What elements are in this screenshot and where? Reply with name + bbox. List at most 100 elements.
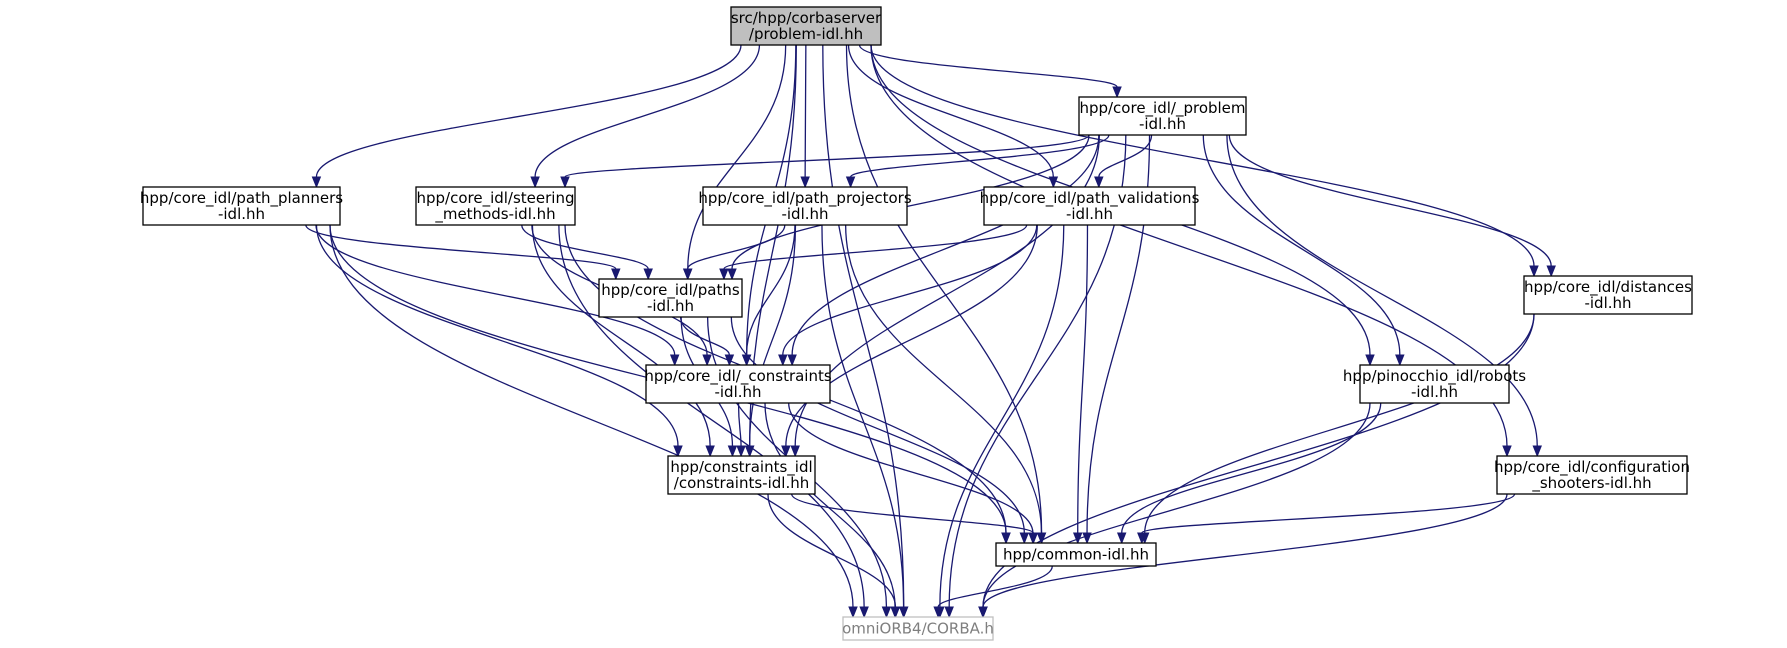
node-box	[142, 186, 341, 226]
node-label-line: hpp/core_idl/steering	[416, 189, 574, 208]
arrowhead	[978, 606, 988, 619]
arrowhead	[741, 354, 752, 367]
node-path-validations[interactable]: hpp/core_idl/path_validations-idl.hh	[980, 186, 1200, 226]
node-path-planners[interactable]: hpp/core_idl/path_planners-idl.hh	[140, 186, 343, 226]
edge-root-to-path_projectors	[800, 44, 810, 189]
arrowhead	[800, 176, 810, 189]
edge-root-to-path_planners	[311, 44, 742, 189]
edge-robots-to-common	[1116, 402, 1382, 545]
edge-line	[686, 224, 786, 270]
arrowhead	[898, 606, 909, 619]
node-label-line: hpp/core_idl/path_planners	[140, 189, 343, 208]
node-steering[interactable]: hpp/core_idl/steering_methods-idl.hh	[415, 186, 576, 226]
arrowhead	[530, 176, 540, 189]
node-box	[1359, 364, 1510, 404]
node-corba: omniORB4/CORBA.h	[842, 616, 994, 641]
edge-line	[730, 316, 1025, 534]
arrowhead	[673, 445, 683, 458]
arrowhead	[643, 268, 653, 281]
node-label-line: -idl.hh	[1411, 383, 1458, 401]
node-box	[983, 186, 1196, 226]
edge-line	[329, 224, 854, 608]
node-label-line: hpp/common-idl.hh	[1003, 546, 1149, 564]
node-label-line: hpp/core_idl/path_validations	[980, 189, 1200, 208]
edge-line	[845, 224, 1043, 534]
node-core-constraints[interactable]: hpp/core_idl/_constraints-idl.hh	[644, 364, 832, 404]
edge-path_validations-to-core_constraints	[778, 224, 1038, 367]
edge-line	[804, 44, 807, 178]
edge-line	[1202, 134, 1401, 356]
node-label-line: hpp/core_idl/_constraints	[644, 367, 832, 386]
edge-steering-to-constraints	[531, 224, 715, 458]
arrowhead	[1529, 265, 1539, 278]
node-label-line: hpp/core_idl/path_projectors	[698, 189, 912, 208]
node-distances[interactable]: hpp/core_idl/distances-idl.hh	[1523, 275, 1693, 315]
node-common[interactable]: hpp/common-idl.hh	[995, 542, 1157, 567]
node-box	[1078, 96, 1247, 136]
edge-config_shooters-to-common	[1137, 493, 1516, 545]
edge-line	[1144, 313, 1535, 534]
edge-line	[845, 44, 1043, 534]
node-label-line: src/hpp/corbaserver	[731, 9, 882, 27]
edge-line	[745, 224, 796, 356]
node-label-line: -idl.hh	[781, 205, 828, 223]
node-problem[interactable]: hpp/core_idl/_problem-idl.hh	[1078, 96, 1247, 136]
node-box	[730, 6, 882, 46]
edge-line	[1141, 493, 1516, 534]
node-label-line: -idl.hh	[218, 205, 265, 223]
arrowhead	[311, 176, 322, 189]
edge-line	[558, 224, 865, 608]
arrowhead	[1094, 176, 1104, 189]
arrowhead	[1365, 354, 1375, 367]
arrowhead	[1001, 532, 1011, 545]
edge-line	[982, 402, 1371, 608]
edge-path_projectors-to-corba	[821, 224, 909, 619]
node-box	[415, 186, 576, 226]
edge-path_validations-to-constraints	[781, 224, 1038, 458]
edge-line	[847, 44, 1054, 178]
edge-line	[305, 224, 617, 270]
edge-steering-to-paths	[521, 224, 653, 281]
arrowhead	[705, 445, 715, 458]
node-label-line: -idl.hh	[1066, 205, 1113, 223]
edge-layer	[305, 44, 1556, 619]
edge-root-to-corba	[822, 44, 909, 619]
edge-line	[748, 224, 797, 447]
node-constraints[interactable]: hpp/constraints_idl/constraints-idl.hh	[667, 455, 816, 495]
node-layer: src/hpp/corbaserver/problem-idl.hh hpp/co…	[140, 6, 1693, 641]
edge-line	[821, 224, 905, 608]
edge-path_validations-to-common	[1072, 224, 1089, 545]
node-root[interactable]: src/hpp/corbaserver/problem-idl.hh	[730, 6, 882, 46]
edge-line	[982, 493, 1508, 608]
arrowhead	[727, 268, 737, 281]
edge-paths-to-core_constraints	[679, 316, 735, 367]
node-robots[interactable]: hpp/pinocchio_idl/robots-idl.hh	[1343, 364, 1526, 404]
node-box	[598, 278, 743, 318]
arrowhead	[727, 445, 738, 458]
edge-root-to-steering	[530, 44, 761, 189]
edge-problem-to-robots	[1202, 134, 1405, 367]
edge-line	[870, 44, 1535, 267]
node-label-line: hpp/core_idl/_problem	[1079, 99, 1245, 118]
node-path-projectors[interactable]: hpp/core_idl/path_projectors-idl.hh	[698, 186, 912, 226]
edge-line	[858, 44, 1118, 88]
arrowhead	[787, 354, 797, 367]
edge-line	[1077, 224, 1089, 534]
arrowhead	[682, 268, 693, 281]
node-label-line: /constraints-idl.hh	[674, 474, 809, 492]
node-config-shooters[interactable]: hpp/core_idl/configuration_shooters-idl.…	[1494, 455, 1690, 495]
edge-root-to-problem	[858, 44, 1122, 99]
arrowhead	[1019, 532, 1030, 545]
node-label-line: _shooters-idl.hh	[1531, 474, 1651, 493]
node-box	[1496, 455, 1688, 495]
node-label-line: _methods-idl.hh	[434, 205, 555, 224]
edge-line	[315, 44, 742, 178]
edge-path_planners-to-corba	[329, 224, 858, 619]
edge-robots-to-corba	[978, 402, 1371, 619]
node-label-line: hpp/constraints_idl	[670, 458, 812, 477]
arrowhead	[881, 606, 892, 619]
node-label-line: -idl.hh	[714, 383, 761, 401]
arrowhead	[933, 606, 943, 619]
node-paths[interactable]: hpp/core_idl/paths-idl.hh	[598, 278, 743, 318]
